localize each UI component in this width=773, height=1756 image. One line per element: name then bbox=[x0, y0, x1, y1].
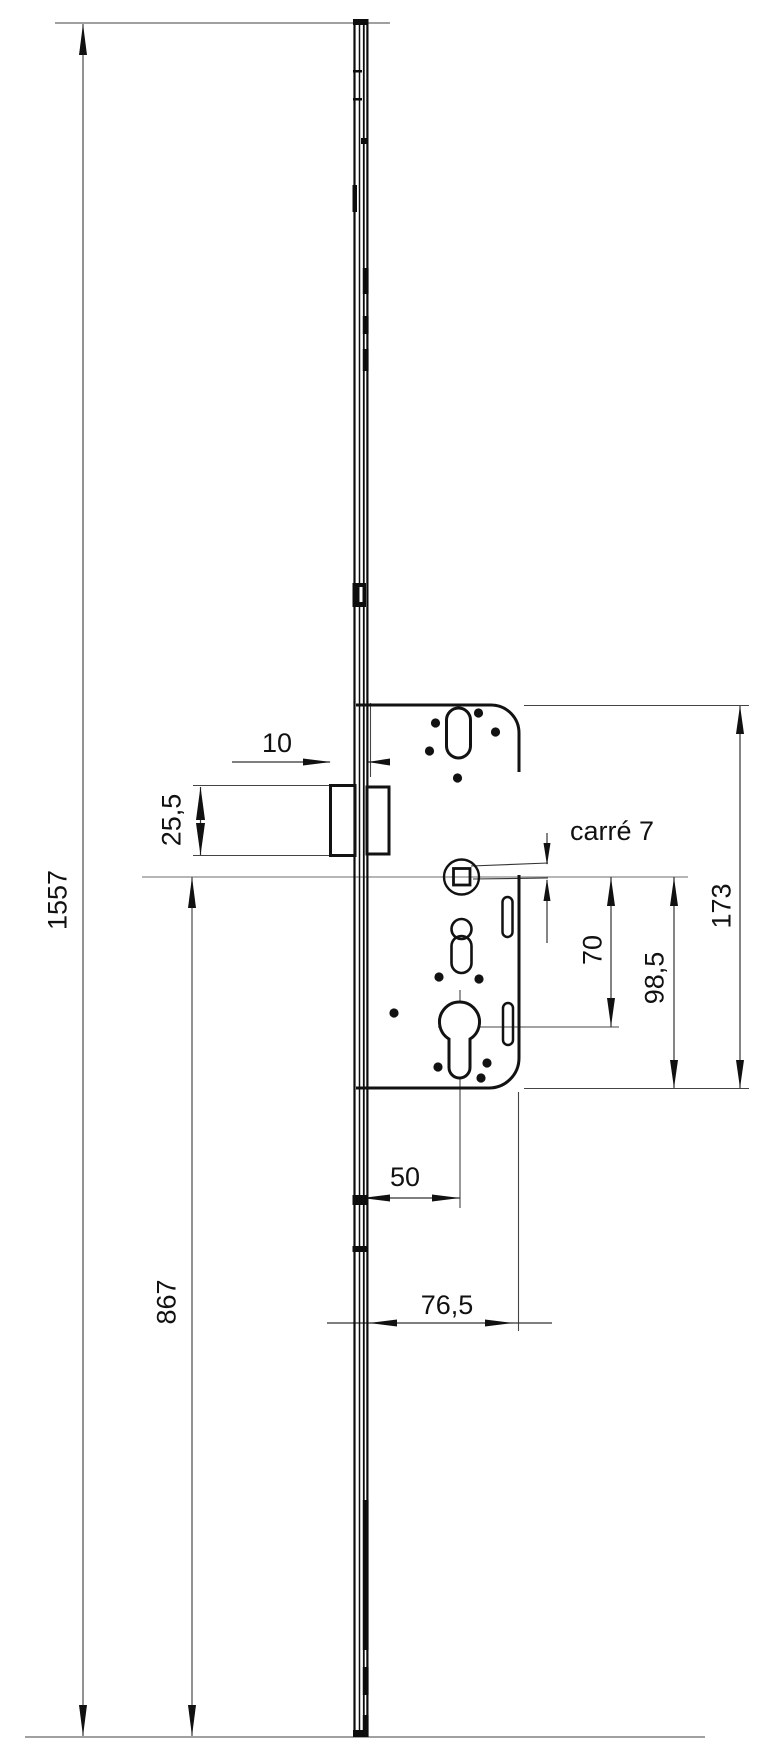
rod-segment bbox=[352, 185, 357, 212]
fixing-hole bbox=[389, 1008, 399, 1018]
arrow-down-icon bbox=[670, 1060, 678, 1088]
arrow-right-icon bbox=[303, 758, 331, 766]
arrow-down-icon bbox=[543, 843, 551, 865]
dim-label-total-length: 1557 bbox=[42, 870, 72, 930]
strip-joint-tick bbox=[353, 98, 362, 101]
fixing-holes bbox=[389, 708, 501, 1083]
strip-joint-tick bbox=[361, 138, 368, 144]
fixing-hole bbox=[476, 1073, 486, 1083]
lock-case-outline bbox=[356, 703, 521, 1090]
latch-bolt bbox=[329, 784, 391, 857]
fixing-hole bbox=[474, 974, 484, 984]
rod-segment bbox=[362, 1500, 369, 1650]
latch-bolt-tail bbox=[365, 785, 391, 856]
arrow-left-icon bbox=[368, 758, 390, 766]
rod-segment bbox=[362, 268, 369, 294]
dim-label-spindle-to-cylinder: 70 bbox=[577, 935, 607, 965]
dim-total-length: 1557 bbox=[42, 24, 87, 1736]
dim-label-latch-height: 25,5 bbox=[156, 794, 186, 847]
faceplate-strip bbox=[352, 19, 369, 1737]
rod-segment bbox=[362, 1715, 369, 1737]
dim-spindle-square: carré 7 bbox=[470, 816, 654, 943]
fixing-hole bbox=[433, 1062, 443, 1072]
fixing-hole bbox=[434, 972, 444, 982]
rod-segment bbox=[362, 316, 369, 334]
figure8-hole-top bbox=[450, 917, 473, 941]
figure8-hole-bottom bbox=[450, 934, 473, 975]
euro-cylinder-hole bbox=[438, 1000, 481, 1080]
dim-label-case-depth: 76,5 bbox=[421, 1290, 474, 1320]
dim-label-bottom-to-spindle: 867 bbox=[151, 1279, 181, 1324]
leader-lower bbox=[472, 877, 549, 880]
fixing-hole bbox=[482, 1058, 492, 1068]
side-slot-upper bbox=[501, 895, 514, 939]
arrow-left-icon bbox=[369, 1319, 397, 1327]
dim-label-spindle-to-case-bottom: 98,5 bbox=[639, 952, 669, 1005]
arrow-up-icon bbox=[196, 786, 205, 820]
arrow-down-icon bbox=[188, 1705, 196, 1736]
rod-segment bbox=[362, 349, 369, 371]
dim-case-height: 173 bbox=[706, 705, 744, 1088]
rod-segment bbox=[362, 1667, 369, 1695]
arrow-up-icon bbox=[607, 877, 615, 906]
strip-joint-tick bbox=[353, 70, 362, 73]
arrow-down-icon bbox=[607, 998, 615, 1027]
arrow-down-icon bbox=[736, 1060, 744, 1088]
fixing-hole bbox=[473, 708, 484, 718]
arrow-up-icon bbox=[79, 24, 87, 55]
arrow-up-icon bbox=[543, 879, 551, 901]
dim-label-spindle-square: carré 7 bbox=[570, 816, 654, 846]
fixing-hole bbox=[430, 718, 441, 728]
secondary-extension-lines bbox=[193, 703, 749, 1331]
side-slot-lower bbox=[501, 1001, 515, 1047]
dim-label-backset: 50 bbox=[390, 1162, 420, 1192]
dim-label-case-height: 173 bbox=[706, 883, 736, 928]
fixing-hole bbox=[490, 727, 501, 737]
arrow-up-icon bbox=[670, 877, 678, 906]
rod-connector bbox=[352, 1246, 368, 1252]
fixing-hole bbox=[424, 746, 435, 756]
dim-spindle-to-case-bottom: 98,5 bbox=[639, 877, 678, 1088]
dim-label-latch-projection: 10 bbox=[262, 728, 292, 758]
dim-spindle-to-cylinder: 70 bbox=[577, 877, 615, 1027]
strip-top-cap bbox=[353, 19, 369, 25]
fixing-hole bbox=[452, 773, 463, 783]
arrow-right-icon bbox=[432, 1194, 460, 1202]
leader-upper bbox=[470, 862, 549, 867]
arrow-right-icon bbox=[485, 1319, 513, 1327]
latch-bolt-head bbox=[329, 784, 357, 857]
arrow-left-icon bbox=[362, 1194, 390, 1202]
top-slot-hole bbox=[445, 706, 472, 760]
arrow-up-icon bbox=[188, 877, 196, 908]
arrow-up-icon bbox=[736, 705, 744, 734]
spindle-hub-circle bbox=[442, 858, 481, 896]
arrow-down-icon bbox=[196, 823, 205, 856]
arrow-down-icon bbox=[79, 1705, 87, 1736]
rod-connector bbox=[352, 583, 366, 607]
dim-bottom-to-spindle: 867 bbox=[151, 877, 196, 1736]
lock-case bbox=[356, 703, 521, 1090]
rod-connector bbox=[352, 1195, 368, 1205]
dim-latch-height: 25,5 bbox=[156, 786, 205, 856]
rod-connector-slot bbox=[359, 587, 363, 602]
dim-backset: 50 bbox=[362, 1162, 460, 1202]
dim-latch-projection: 10 bbox=[232, 728, 390, 766]
strip-bottom-cap bbox=[353, 1730, 369, 1737]
spindle-square-hole bbox=[452, 867, 472, 887]
